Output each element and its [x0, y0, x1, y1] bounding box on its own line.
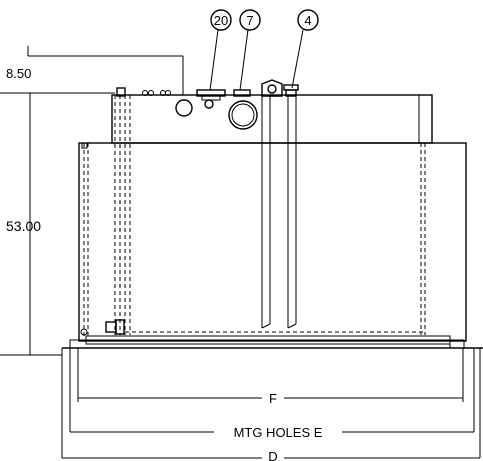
dimension-mounting-holes-label: MTG HOLES E — [234, 425, 323, 440]
dimension-height: 53.00 — [0, 93, 62, 356]
upper-body — [111, 79, 433, 144]
dimension-overall-width-label: D — [268, 449, 277, 461]
callout-4-label: 4 — [304, 13, 311, 28]
dimension-inner-width-label: F — [269, 391, 277, 406]
callout-7-label: 7 — [246, 13, 253, 28]
dimension-mounting-holes: MTG HOLES E — [70, 422, 474, 440]
callout-7: 7 — [239, 9, 261, 91]
dimension-height-label: 53.00 — [6, 218, 41, 234]
callout-20: 20 — [209, 9, 232, 91]
dimension-top-offset-label: 8.50 — [6, 66, 31, 81]
callout-4: 4 — [291, 9, 319, 89]
internal-pipes — [80, 95, 426, 336]
dimension-overall-width: D — [62, 448, 480, 461]
tank-body — [61, 142, 483, 458]
dimension-inner-width: F — [78, 388, 463, 406]
dimension-top-offset: 8.50 — [0, 46, 184, 95]
callout-20-label: 20 — [214, 13, 228, 28]
